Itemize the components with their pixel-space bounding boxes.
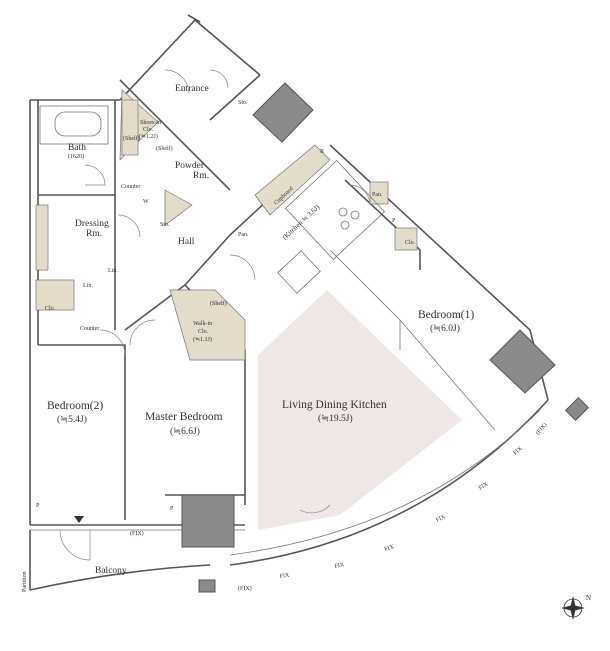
shelf-label-c: (Shelf): [210, 300, 227, 307]
bathtub: [39, 105, 109, 145]
powder-room-label-2: Rm.: [193, 171, 209, 181]
fix-label-a: (FIX): [130, 530, 144, 537]
storage-areas: [35, 89, 418, 361]
ldk-label: Living Dining Kitchen: [282, 399, 387, 411]
hall-label: Hall: [178, 237, 195, 247]
fix-label-h: FIX: [512, 445, 524, 456]
linen-label-b: Lin.: [83, 283, 93, 289]
bath-label: Bath: [68, 143, 86, 153]
master-bedroom-label: Master Bedroom: [145, 411, 223, 423]
fix-label-g: FIX: [478, 481, 490, 492]
storage-label-2: Sto.: [160, 222, 170, 228]
counter-label-top: Counter: [121, 184, 140, 190]
closet-label-left: Clo.: [45, 306, 56, 312]
door-swings: [59, 69, 371, 561]
compass-icon: N: [561, 594, 591, 620]
entry-arrow-icon: [74, 516, 84, 523]
partition-label: Partition: [22, 571, 28, 592]
pantry-label-b: Pan.: [372, 192, 383, 198]
powder-room-label: Powder: [175, 161, 205, 171]
walkin-label-2: Clo.: [198, 329, 209, 335]
outer-walls: [29, 14, 549, 591]
kitchen-fixtures: [277, 159, 386, 294]
refrigerator-label: R: [320, 149, 324, 155]
washer-label: W: [143, 199, 149, 205]
pipe-label-c: P: [170, 506, 174, 512]
counter-label-left: Counter: [80, 326, 99, 332]
pipe-shafts: [181, 82, 590, 593]
fix-label-f: FIX: [435, 514, 447, 524]
bedroom2-label: Bedroom(2): [47, 400, 103, 412]
pipe-label-b: P: [36, 503, 40, 509]
pipe-label-a: P: [392, 218, 396, 224]
dressing-room-label: Dressing: [75, 219, 109, 229]
closet-label-right: Clo.: [405, 240, 416, 246]
kitchen-label: (Kitchen ≒ 3.6J): [281, 203, 322, 242]
storage-label: Sto.: [238, 100, 248, 106]
fix-label-i: (FIX): [534, 421, 548, 436]
shelf-label-a: (Shelf): [123, 135, 140, 142]
walkin-label: Walk-in: [193, 321, 212, 327]
linen-label-a: Lin.: [108, 268, 118, 274]
bedroom1-label: Bedroom(1): [418, 309, 474, 321]
balcony-label: Balcony: [95, 566, 127, 576]
shoes-in-size: (≒1.2J): [139, 133, 158, 140]
dressing-room-label-2: Rm.: [86, 229, 102, 239]
entrance-label: Entrance: [175, 84, 209, 94]
fix-label-d: FIX: [334, 562, 345, 570]
walkin-size: (≒1.1J): [193, 336, 212, 343]
pantry-label-a: Pan.: [238, 232, 249, 238]
bath-size-label: (1620): [68, 153, 84, 160]
fix-label-b: (FIX): [238, 585, 252, 592]
fix-label-c: FIX: [279, 573, 290, 580]
shoes-in-label-2: Clo.: [143, 127, 154, 133]
shelf-label-b: (Shelf): [156, 145, 173, 152]
ldk-size: (≒19.5J): [318, 413, 353, 424]
shoes-in-label: Shoes-in: [140, 120, 161, 126]
ldk-floor-shade: [258, 290, 462, 530]
bedroom2-size: (≒5.4J): [57, 414, 87, 425]
compass-north-label: N: [586, 594, 591, 602]
master-bedroom-size: (≒6.6J): [170, 426, 200, 437]
bedroom1-size: (≒6.0J): [430, 323, 460, 334]
fix-label-e: FIX: [384, 544, 396, 553]
